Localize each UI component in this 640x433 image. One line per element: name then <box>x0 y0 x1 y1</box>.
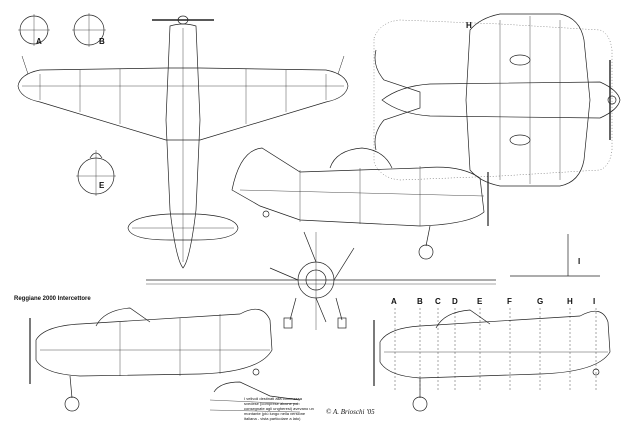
front-view <box>146 231 496 330</box>
canopy-detail <box>209 381 301 413</box>
side-view-center <box>231 147 489 260</box>
label-section-b: B <box>99 37 105 46</box>
station-lines <box>394 308 597 392</box>
section-e <box>76 150 116 196</box>
plan-view-top <box>17 15 349 269</box>
author-signature: © A. Brioschi '05 <box>326 408 375 416</box>
section-b <box>72 13 106 47</box>
label-section-e: E <box>99 181 105 190</box>
station-label-e: E <box>477 297 483 306</box>
drawing-title: Reggiane 2000 Intercettore <box>14 296 91 302</box>
label-section-h: H <box>466 21 472 30</box>
label-section-a: A <box>36 37 42 46</box>
station-label-h: H <box>567 297 573 306</box>
drawing-caption: I velivoli destinati alla commessa svede… <box>244 396 314 421</box>
station-label-d: D <box>452 297 458 306</box>
station-label-c: C <box>435 297 441 306</box>
station-label-f: F <box>507 297 512 306</box>
plan-view-bottom <box>373 13 621 187</box>
section-i <box>510 234 600 277</box>
station-label-g: G <box>537 297 544 306</box>
station-label-b: B <box>417 297 423 306</box>
label-section-i: I <box>578 257 581 266</box>
side-view-left <box>29 307 273 412</box>
station-label-a: A <box>391 297 397 306</box>
station-label-i: I <box>593 297 596 306</box>
side-view-right <box>373 309 611 412</box>
section-a <box>18 14 50 46</box>
